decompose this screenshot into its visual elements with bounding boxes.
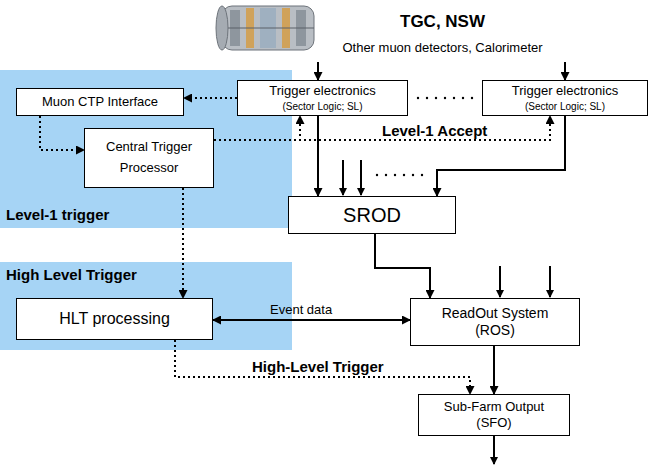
node-text: ReadOut System (ROS) [433, 305, 558, 340]
signal-arrow [40, 116, 84, 150]
process-box: HLT processing [16, 298, 213, 340]
node-text: HLT processing [59, 310, 170, 328]
signal-arrow [184, 97, 237, 99]
process-box: ReadOut System (ROS) [410, 298, 580, 346]
node-text: (Sector Logic; SL) [282, 101, 362, 113]
data-arrow [375, 234, 430, 298]
node-text: Central Trigger Processor [85, 137, 213, 179]
signal-arrow [214, 116, 550, 140]
signal-arrow [182, 188, 184, 298]
node-text: High Level Trigger [6, 266, 137, 283]
node-text: Level-1 trigger [6, 206, 109, 223]
node-text: Muon CTP Interface [42, 95, 158, 110]
node-text: Other muon detectors, Calorimeter [342, 41, 542, 56]
source-detectors: TGC, NSW Other muon detectors, Calorimete… [300, 4, 585, 62]
node-text: SROD [343, 204, 401, 227]
detector-illustration [216, 6, 314, 50]
node-text: (Sector Logic; SL) [525, 101, 605, 113]
process-box: Trigger electronics (Sector Logic; SL) [237, 80, 408, 116]
edge-label: High-Level Trigger [252, 358, 384, 375]
signal-arrow [214, 116, 300, 140]
process-box: SROD [288, 196, 456, 234]
node-text: Trigger electronics [512, 84, 618, 99]
edge-label: Event data [270, 302, 332, 317]
signal-arrow [175, 340, 470, 394]
process-box: Sub-Farm Output (SFO) [418, 394, 570, 436]
data-arrow [317, 62, 319, 80]
process-box: Trigger electronics (Sector Logic; SL) [482, 80, 648, 116]
node-text: TGC, NSW [400, 12, 485, 32]
node-text: Trigger electronics [269, 84, 375, 99]
data-arrow [493, 346, 495, 394]
node-text: Sub-Farm Output (SFO) [434, 399, 554, 432]
process-box: Muon CTP Interface [16, 88, 184, 116]
edge-label: Level-1 Accept [382, 122, 487, 139]
data-arrow [213, 319, 410, 321]
data-arrow [564, 62, 566, 80]
trigger-band: High Level TriggerHLT processing [0, 262, 292, 350]
process-box: Central Trigger Processor [84, 128, 214, 188]
data-arrow [317, 116, 319, 196]
